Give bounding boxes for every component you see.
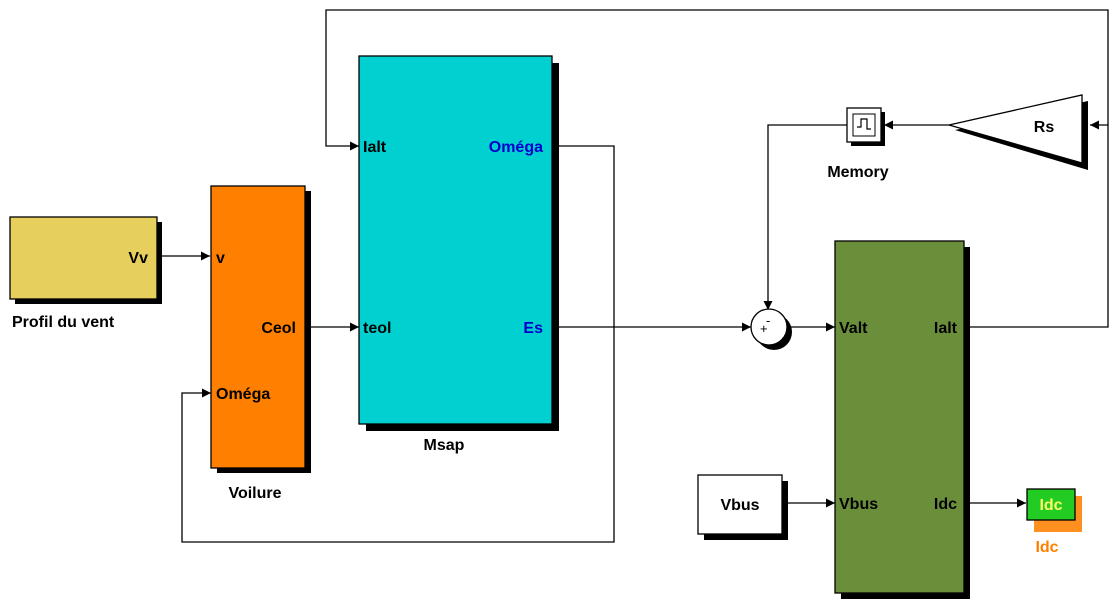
line-memory-to-sum[interactable] [763, 124, 847, 310]
converter-body [834, 240, 965, 594]
msap-name: Msap [424, 437, 465, 454]
memory-body [846, 107, 882, 143]
sum-minus: - [766, 313, 770, 328]
port-ialt-in: Ialt [363, 139, 387, 156]
port-vbus-in: Vbus [839, 496, 878, 513]
voilure-block[interactable]: v Oméga Ceol [210, 185, 311, 473]
rs-body [948, 94, 1083, 164]
sum-plus: + [760, 321, 768, 336]
idc-name: Idc [1035, 539, 1058, 556]
port-teol: teol [363, 320, 391, 337]
line-top-loop-to-ialt[interactable] [325, 9, 1109, 151]
idc-body [1026, 488, 1076, 521]
sum-body [750, 308, 788, 346]
memory-icon [852, 113, 876, 137]
port-ialt-out: Ialt [934, 320, 958, 337]
rs-gain-block[interactable]: Rs [948, 94, 1088, 170]
line-ialt-to-rs[interactable] [964, 120, 1109, 328]
profil-body [9, 216, 158, 300]
port-idc: Idc [934, 496, 957, 513]
vbus-label: Vbus [720, 497, 759, 514]
memory-name: Memory [827, 164, 888, 181]
port-valt: Valt [839, 320, 868, 337]
voilure-name: Voilure [228, 485, 281, 502]
idc-output-block[interactable]: Idc [1026, 488, 1082, 532]
sum-block[interactable]: + - [750, 308, 792, 350]
port-ceol: Ceol [261, 320, 296, 337]
rs-label: Rs [1034, 119, 1055, 136]
signal-lines [158, 9, 1109, 543]
port-v: v [216, 250, 225, 267]
port-omega-out: Oméga [489, 139, 543, 156]
msap-body [358, 55, 553, 425]
profil-name: Profil du vent [12, 314, 115, 331]
msap-block[interactable]: Ialt teol Oméga Es [358, 55, 559, 431]
line-omega-feedback[interactable] [181, 145, 615, 543]
converter-block[interactable]: Valt Vbus Ialt Idc [834, 240, 970, 599]
vbus-block[interactable]: Vbus [697, 474, 788, 540]
memory-block[interactable] [846, 107, 885, 146]
voilure-body [210, 185, 306, 469]
vbus-body [697, 474, 783, 535]
port-es: Es [523, 320, 543, 337]
port-omega-in: Oméga [216, 386, 270, 403]
port-vv: Vv [128, 250, 148, 267]
profil-du-vent-block[interactable]: Vv [9, 216, 162, 304]
idc-label: Idc [1039, 497, 1062, 514]
